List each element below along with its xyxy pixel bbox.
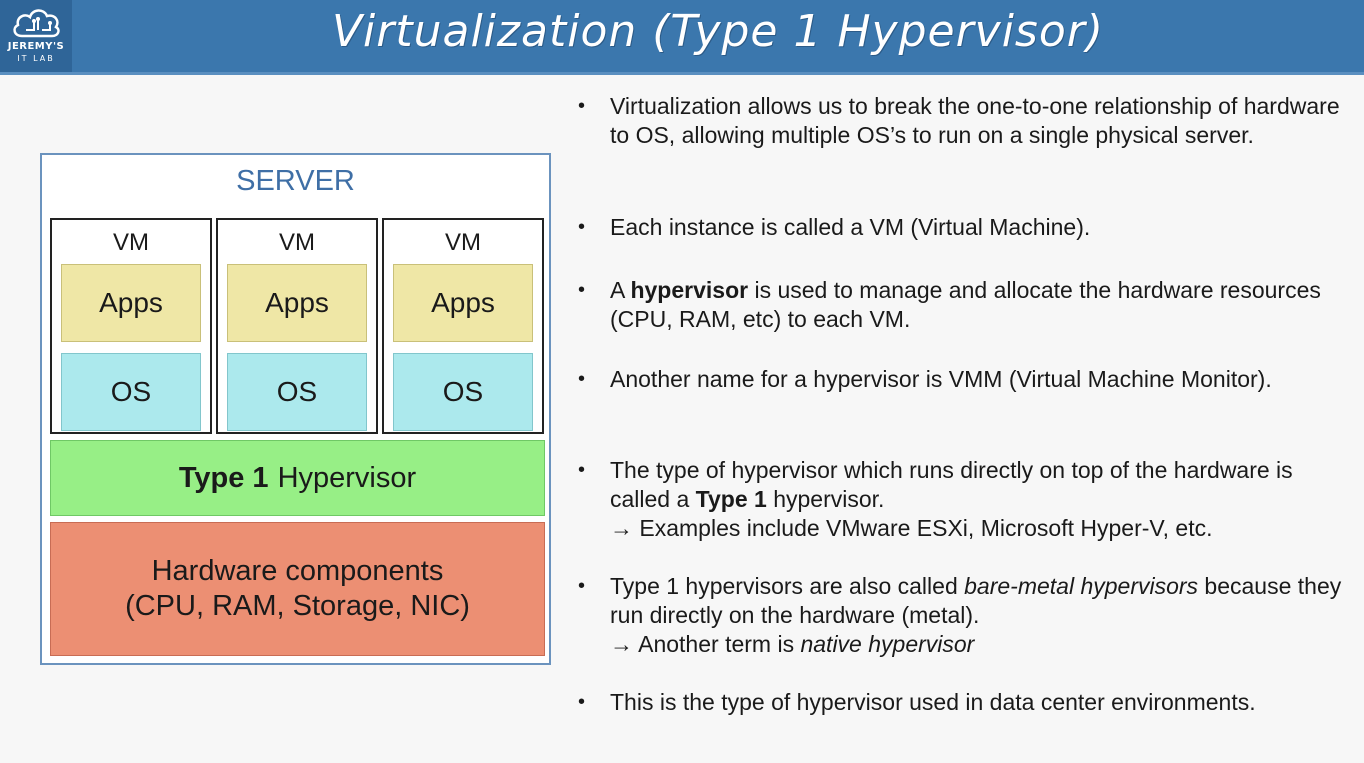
bullet-text: The type of hypervisor which runs direct… [610, 456, 1350, 543]
bullet-dot-icon: • [578, 575, 586, 597]
hardware-label: Hardware components [151, 555, 444, 587]
vm-box-1: VM Apps OS [50, 218, 212, 434]
apps-box: Apps [227, 264, 367, 342]
vm-label: VM [113, 229, 149, 256]
server-label: SERVER [236, 165, 355, 197]
hardware-layer: Hardware components (CPU, RAM, Storage, … [50, 522, 545, 656]
bullet-text-part: A [610, 277, 631, 303]
bullet-subpoint: → Examples include VMware ESXi, Microsof… [610, 515, 1213, 541]
server-diagram: SERVER VM Apps OS VM Apps OS VM Apps OS … [40, 153, 551, 665]
bullet-dot-icon: • [578, 216, 586, 238]
logo-text: JEREMY'S [7, 41, 65, 52]
vm-label: VM [279, 229, 315, 256]
bullet-italic-term: native hypervisor [800, 631, 975, 657]
bullet-dot-icon: • [578, 95, 586, 117]
slide-title: Virtualization (Type 1 Hypervisor) [331, 6, 1105, 57]
vm-label: VM [445, 229, 481, 256]
bullet-text: Type 1 hypervisors are also called bare-… [610, 572, 1350, 659]
bullet-bold-term: Type 1 [695, 486, 767, 512]
bullet-text-part: The type of hypervisor which runs direct… [610, 457, 1293, 512]
os-box: OS [61, 353, 201, 431]
bullet-dot-icon: • [578, 459, 586, 481]
bullet-text: Each instance is called a VM (Virtual Ma… [610, 214, 1091, 240]
cloud-circuit-icon [13, 9, 60, 38]
bullet-text-part: → Another term is [610, 631, 801, 657]
jeremys-it-lab-logo: JEREMY'S IT LAB [0, 0, 72, 72]
apps-box: Apps [61, 264, 201, 342]
os-box: OS [393, 353, 533, 431]
hardware-components-list: (CPU, RAM, Storage, NIC) [125, 590, 470, 622]
os-box: OS [227, 353, 367, 431]
bullet-dot-icon: • [578, 691, 586, 713]
hypervisor-label: Hypervisor [277, 461, 417, 494]
hypervisor-type-label: Type 1 [178, 461, 269, 494]
bullet-text-part: Type 1 hypervisors are also called [610, 573, 965, 599]
bullet-text: A hypervisor is used to manage and alloc… [610, 276, 1350, 334]
bullet-bold-term: hypervisor [630, 277, 749, 303]
vm-box-3: VM Apps OS [382, 218, 544, 434]
bullet-text: Another name for a hypervisor is VMM (Vi… [610, 366, 1272, 392]
title-bar: JEREMY'S IT LAB Virtualization (Type 1 H… [0, 0, 1364, 75]
bullet-subpoint: → Another term is native hypervisor [610, 630, 1350, 659]
bullet-text-part: because they run directly on the hardwar… [610, 573, 1342, 628]
hypervisor-layer: Type 1 Hypervisor [50, 440, 545, 516]
bullet-text-part: hypervisor. [766, 486, 885, 512]
apps-box: Apps [393, 264, 533, 342]
bullet-dot-icon: • [578, 368, 586, 390]
bullet-dot-icon: • [578, 279, 586, 301]
bullet-text: Virtualization allows us to break the on… [610, 93, 1340, 148]
vm-box-2: VM Apps OS [216, 218, 378, 434]
bullet-text: This is the type of hypervisor used in d… [610, 689, 1256, 715]
bullet-text-part: is used to manage and allocate the hardw… [610, 277, 1321, 332]
bullet-italic-term: bare-metal hypervisors [964, 573, 1199, 599]
logo-subtext: IT LAB [17, 54, 55, 63]
